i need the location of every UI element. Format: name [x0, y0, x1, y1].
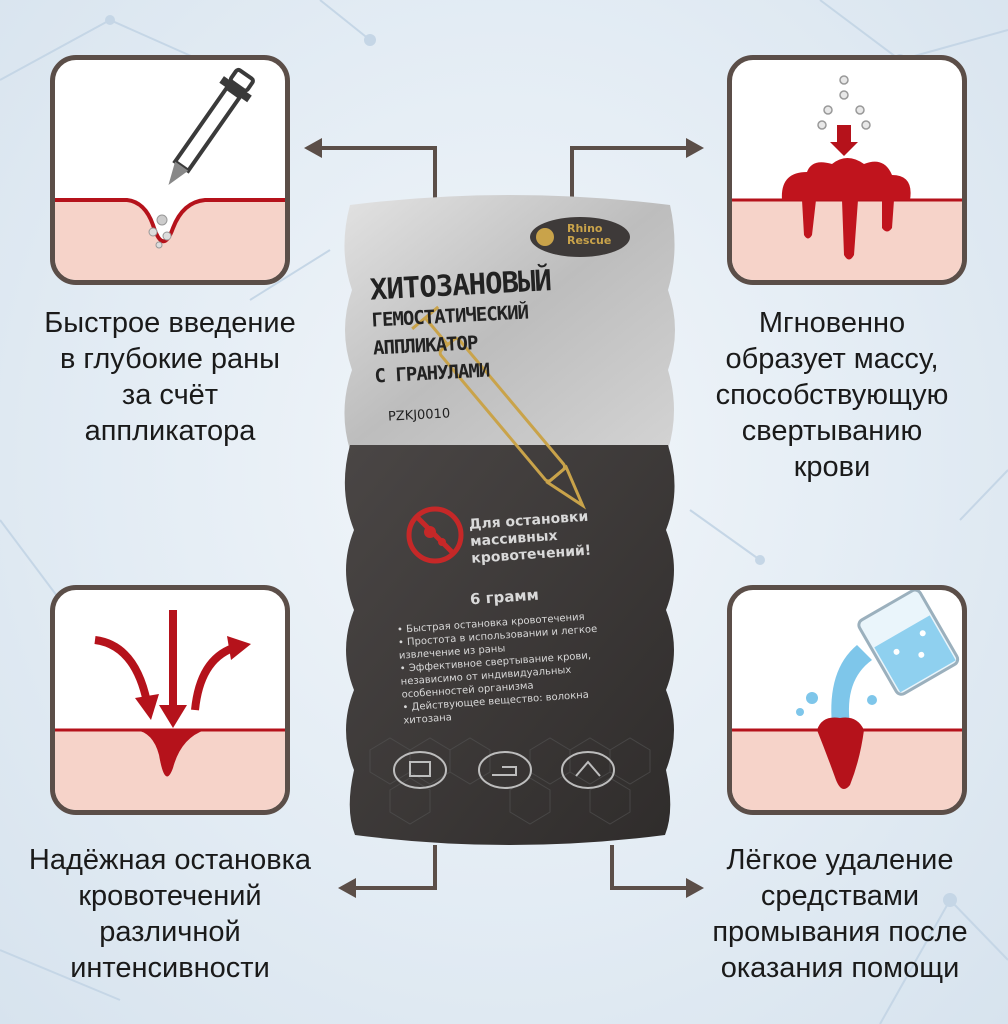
feature-caption-applicator: Быстрое введение в глубокие раны за счёт… — [44, 307, 296, 447]
syringe-applicator-icon — [55, 67, 285, 280]
feature-card-applicator — [50, 55, 290, 285]
rinse-beaker-icon — [732, 590, 962, 810]
feature-card-clot — [727, 55, 967, 285]
feature-caption-clot: Мгновенно образует массу, способствующую… — [715, 307, 949, 483]
package-brand: Rhino Rescue — [567, 222, 612, 247]
package-bullets: • Быстрая остановка кровотечения • Прост… — [396, 611, 598, 727]
feature-card-rinse — [727, 585, 967, 815]
feature-caption-pressure: Надёжная остановка кровотечений различно… — [28, 844, 312, 984]
package-shape — [344, 195, 675, 845]
feature-caption-rinse: Лёгкое удаление средствами промывания по… — [712, 844, 968, 984]
pressure-arrows-icon — [55, 610, 285, 810]
product-package: Rhino Rescue ХИТОЗАНОВЫЙ ГЕМОСТАТИЧЕСКИЙ… — [330, 190, 690, 850]
feature-card-pressure — [50, 585, 290, 815]
blood-clot-icon — [732, 75, 962, 280]
package-title: ХИТОЗАНОВЫЙ ГЕМОСТАТИЧЕСКИЙ АППЛИКАТОР С… — [369, 263, 552, 388]
